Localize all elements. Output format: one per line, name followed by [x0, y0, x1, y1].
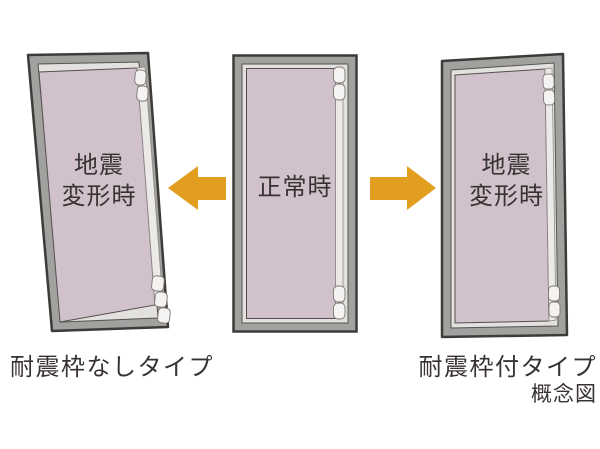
door-state-line: 正常時 [257, 174, 333, 201]
door-state-label-right: 地震 変形時 [443, 150, 570, 212]
footnote-label: 概念図 [531, 383, 597, 406]
door-state-label-center: 正常時 [235, 172, 355, 203]
latch-bolts-bottom [151, 275, 171, 324]
door-state-line: 変形時 [469, 183, 544, 210]
arrow-left-shape [168, 166, 226, 210]
latch-bolt [548, 285, 560, 302]
latch-bolts-top [134, 69, 149, 102]
latch-bolts-bottom [333, 285, 346, 320]
arrow-left-icon [168, 166, 226, 210]
latch-bolt [333, 285, 346, 303]
arrow-right-shape [370, 166, 436, 210]
door-state-line: 地震 [481, 152, 532, 179]
caption-no-frame: 耐震枠なしタイプ [10, 354, 214, 381]
latch-bolt [157, 307, 171, 324]
latch-bolt [333, 83, 346, 101]
latch-bolt [151, 275, 165, 292]
door-state-line: 地震 [74, 152, 124, 179]
caption-with-frame: 耐震枠付タイプ [418, 354, 597, 381]
latch-bolts-top [333, 66, 346, 101]
latch-bolt [154, 291, 168, 308]
door-with-frame-illustration [440, 52, 569, 339]
door-state-line: 変形時 [61, 183, 137, 210]
latch-bolts-top [542, 73, 556, 106]
latch-bolt [333, 66, 346, 84]
latch-bolt [333, 302, 346, 320]
arrow-right-icon [370, 166, 436, 210]
door-normal-illustration [232, 54, 358, 333]
door-no-frame-illustration [26, 51, 171, 333]
door-panel [246, 68, 336, 319]
door-state-label-left: 地震 変形時 [34, 150, 164, 212]
latch-bolts-bottom [548, 285, 561, 318]
latch-bolt [134, 69, 147, 86]
latch-bolt [548, 301, 561, 318]
latch-bolt [542, 73, 555, 90]
latch-bolt [542, 89, 556, 106]
latch-bolt [136, 85, 149, 102]
door-edge-strip [544, 67, 557, 322]
